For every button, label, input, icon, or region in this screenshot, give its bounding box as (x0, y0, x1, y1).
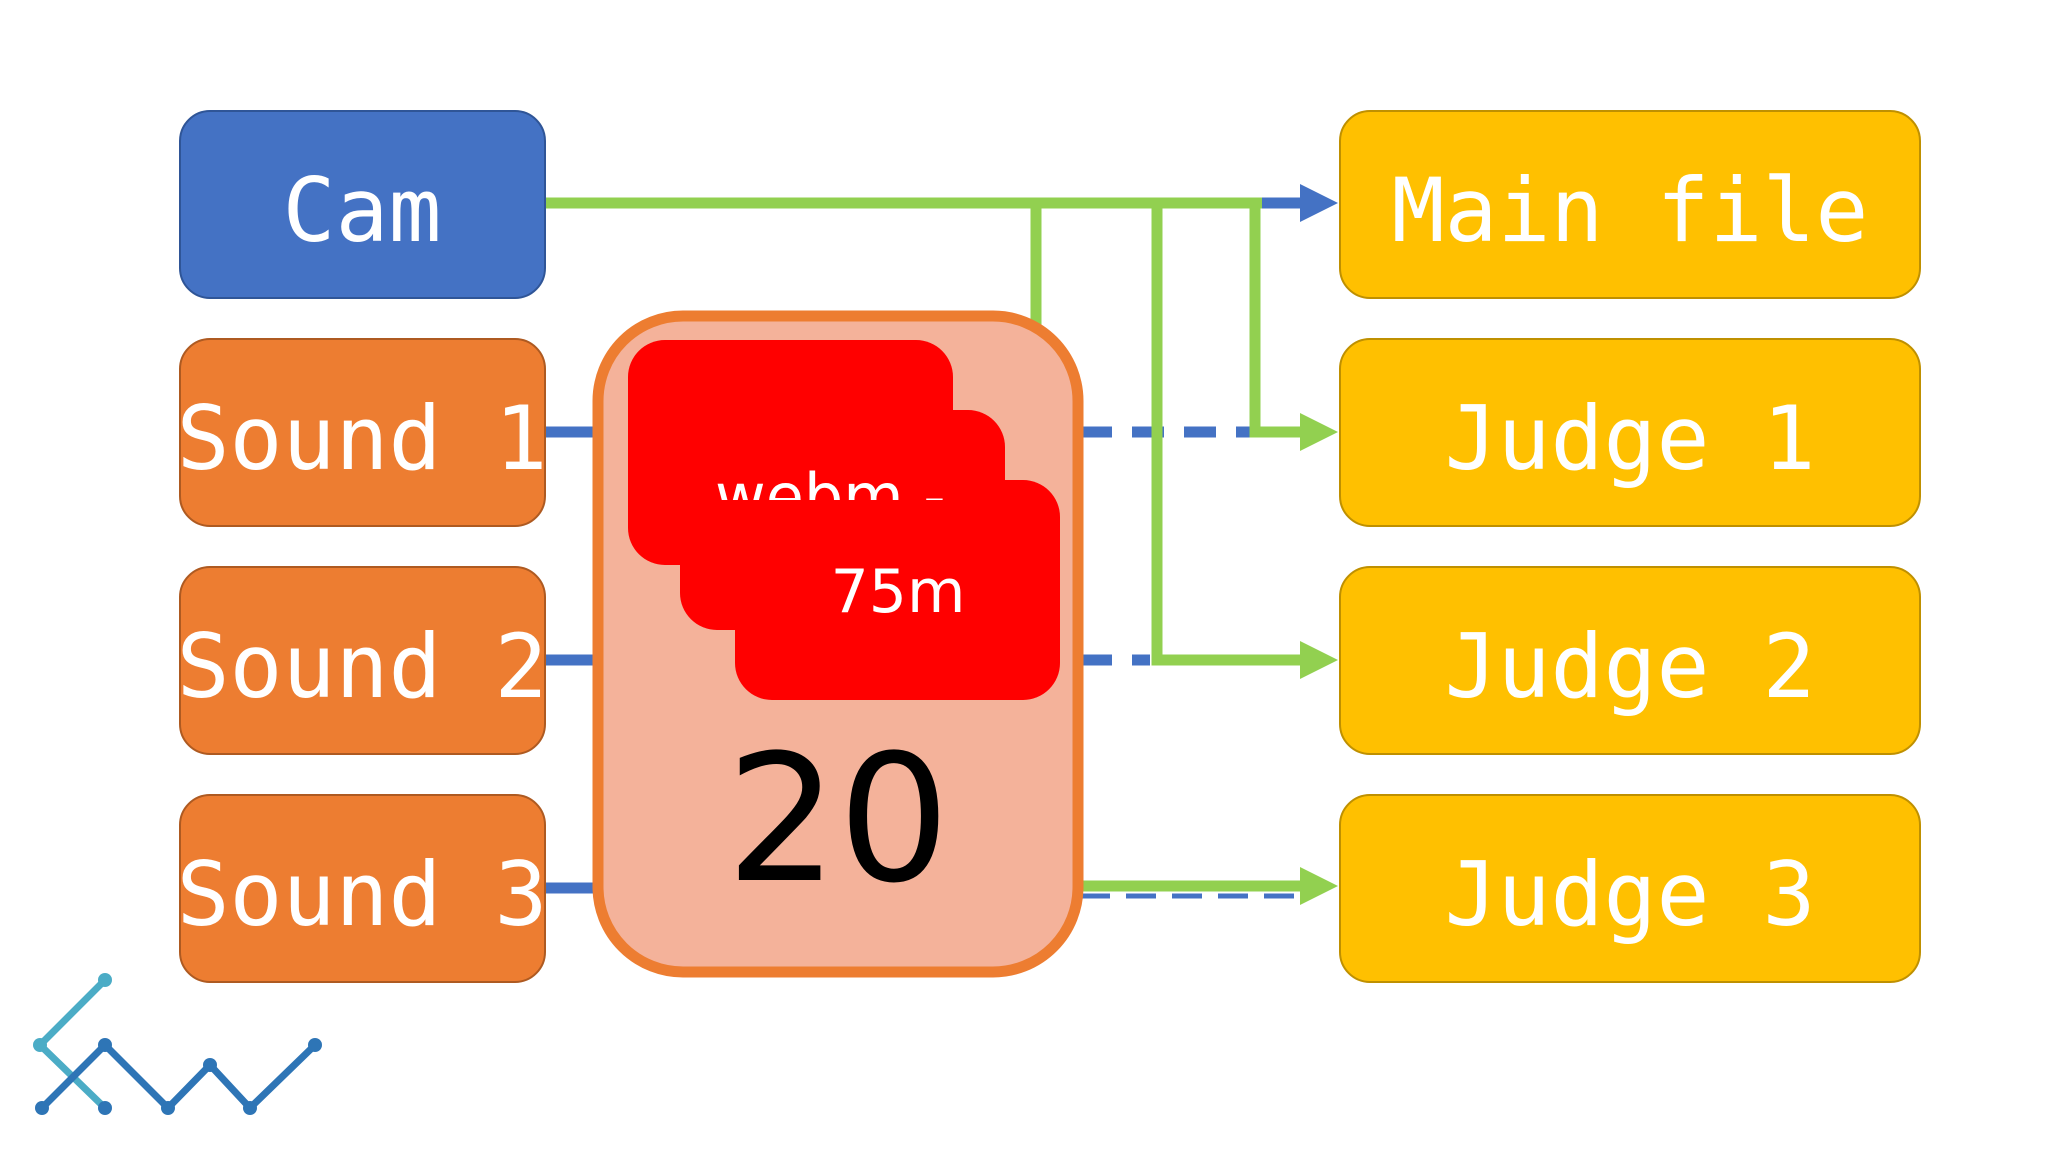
judge-2-arrowhead (1300, 641, 1338, 679)
logo-node (243, 1101, 257, 1115)
main-file-box (1339, 110, 1921, 299)
source-cam: Cam (179, 110, 546, 299)
judge-3-box (1339, 794, 1921, 983)
source-sound-3: Sound 3 (177, 794, 548, 983)
logo-node (308, 1038, 322, 1052)
output-main-file: Main file (1339, 110, 1921, 299)
counter-label: 20 (726, 717, 950, 922)
judge-1-box (1339, 338, 1921, 527)
logo-node (98, 1038, 112, 1052)
sound-2-label: Sound 2 (177, 615, 548, 718)
sound-1-label: Sound 1 (177, 387, 548, 490)
logo-node (203, 1058, 217, 1072)
output-judge-2: Judge 2 (1339, 566, 1921, 755)
logo-node (35, 1101, 49, 1115)
judge-2-label: Judge 2 (1445, 615, 1816, 718)
sound-3-label: Sound 3 (177, 843, 548, 946)
cam-label: Cam (283, 159, 442, 262)
card-front (735, 480, 1060, 700)
audio-connectors (545, 184, 1338, 899)
cam-to-judge-1-connector (1249, 203, 1305, 438)
cam-to-judge-2-connector (1151, 203, 1305, 666)
processor: webm -> 75m 20 (592, 310, 1084, 978)
output-judge-3: Judge 3 (1339, 794, 1921, 983)
cam-box (179, 110, 546, 299)
sound-2-box (179, 566, 546, 755)
output-judge-1: Judge 1 (1339, 338, 1921, 527)
logo-node (98, 973, 112, 987)
card-back-label: webm -> (715, 460, 998, 533)
logo-lower-stroke (39, 1040, 318, 1113)
source-sound-1: Sound 1 (177, 338, 548, 527)
judge-3-label: Judge 3 (1445, 843, 1816, 946)
video-connectors (544, 197, 1338, 905)
error-card-stack: webm -> 75m (628, 340, 1060, 700)
brand-logo (33, 973, 322, 1115)
main-file-label: Main file (1392, 159, 1869, 262)
judge-1-arrowhead (1300, 413, 1338, 451)
main-file-arrowhead (1300, 184, 1338, 222)
logo-node (161, 1101, 175, 1115)
logo-node (98, 1101, 112, 1115)
judge-3-arrowhead (1300, 867, 1338, 905)
judge-2-box (1339, 566, 1921, 755)
logo-node (33, 1038, 47, 1052)
card-front-label: 75m (831, 557, 966, 627)
sound-3-box (179, 794, 546, 983)
judge-1-label: Judge 1 (1445, 387, 1816, 490)
source-sound-2: Sound 2 (177, 566, 548, 755)
logo-upper-stroke (35, 977, 108, 1111)
sound-1-box (179, 338, 546, 527)
